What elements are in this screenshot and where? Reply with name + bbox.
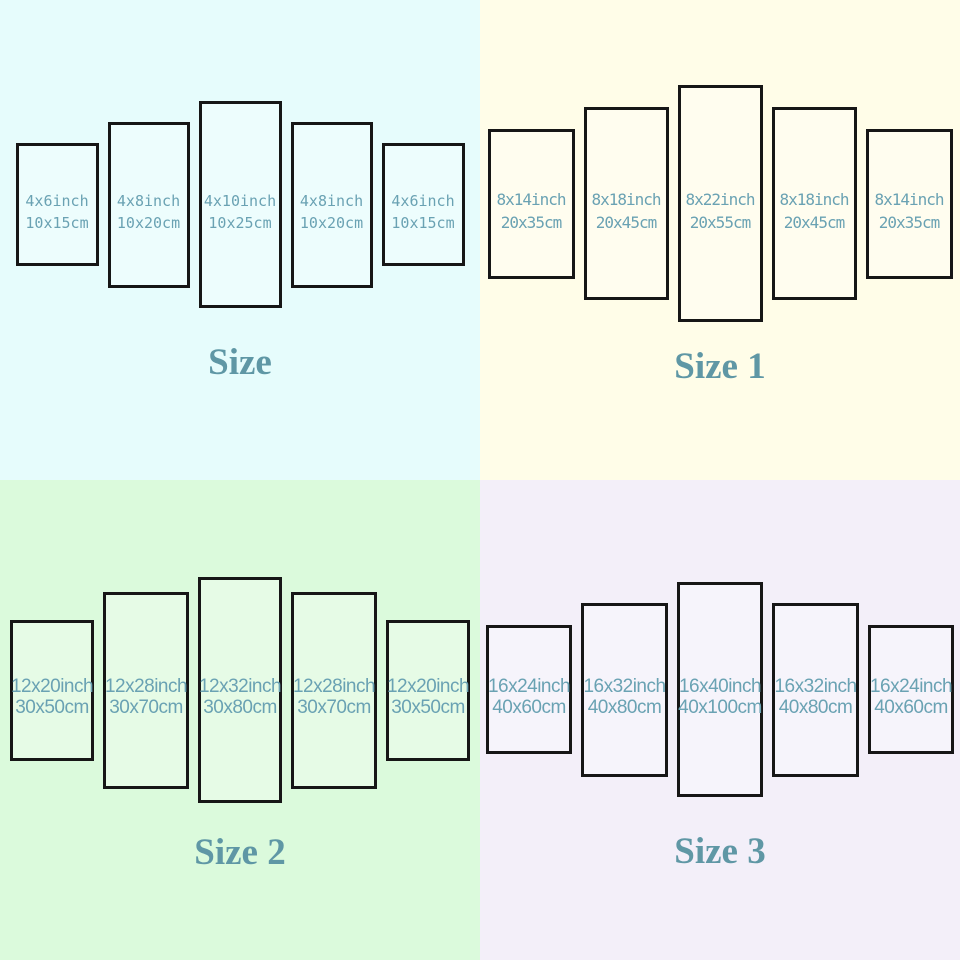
panel-size-inch: 8x18inch bbox=[779, 189, 849, 209]
canvas-panel: 12x20inch 30x50cm bbox=[10, 619, 94, 761]
panel-size-label: 16x32inch 40x80cm bbox=[774, 675, 857, 718]
canvas-panel: 8x14inch 20x35cm bbox=[487, 128, 575, 279]
panel-size-cm: 10x25cm bbox=[208, 213, 272, 232]
canvas-panel: 8x14inch 20x35cm bbox=[865, 128, 953, 279]
canvas-panel: 12x32inch 30x80cm bbox=[198, 577, 282, 803]
panel-size-cm: 20x55cm bbox=[689, 212, 751, 232]
panel-size-cm: 20x35cm bbox=[500, 212, 562, 232]
canvas-panel: 12x28inch 30x70cm bbox=[291, 591, 377, 789]
panels-row: 8x14inch 20x35cm 8x18inch 20x45cm 8x22in… bbox=[487, 85, 953, 322]
canvas-panel: 4x6inch 10x15cm bbox=[381, 143, 465, 266]
panel-size-cm: 20x35cm bbox=[878, 212, 940, 232]
panel-size-inch: 4x8inch bbox=[299, 191, 364, 210]
panel-size-label: 12x28inch 30x70cm bbox=[292, 676, 376, 718]
panel-size-label: 4x8inch 10x20cm bbox=[117, 190, 180, 234]
panel-size-inch: 8x14inch bbox=[496, 189, 566, 209]
panel-size-inch: 4x6inch bbox=[391, 191, 455, 210]
panel-size-inch: 12x32inch bbox=[198, 676, 282, 697]
panel-size-inch: 16x32inch bbox=[583, 675, 666, 697]
panel-size-label: 16x32inch 40x80cm bbox=[583, 675, 666, 718]
panel-size-inch: 8x18inch bbox=[591, 189, 661, 209]
canvas-panel: 16x32inch 40x80cm bbox=[581, 602, 668, 777]
panel-size-cm: 20x45cm bbox=[595, 212, 657, 232]
quadrant-title: Size bbox=[208, 342, 272, 383]
panel-size-inch: 12x20inch bbox=[10, 676, 94, 697]
panel-size-label: 8x14inch 20x35cm bbox=[496, 188, 566, 234]
panel-size-inch: 12x20inch bbox=[386, 676, 470, 697]
canvas-panel: 4x10inch 10x25cm bbox=[198, 101, 282, 308]
panel-size-inch: 8x22inch bbox=[685, 189, 755, 209]
panel-size-cm: 40x80cm bbox=[778, 696, 853, 718]
panel-size-label: 12x20inch 30x50cm bbox=[10, 676, 94, 718]
canvas-panel: 16x40inch 40x100cm bbox=[677, 582, 763, 797]
panel-size-inch: 8x14inch bbox=[874, 189, 944, 209]
quadrant-title: Size 3 bbox=[674, 831, 766, 872]
panels-row: 16x24inch 40x60cm 16x32inch 40x80cm 16x4… bbox=[486, 582, 954, 797]
panel-size-label: 16x24inch 40x60cm bbox=[869, 675, 953, 718]
panel-size-cm: 40x80cm bbox=[587, 696, 662, 718]
canvas-panel: 12x20inch 30x50cm bbox=[386, 619, 470, 761]
panel-size-inch: 4x10inch bbox=[203, 191, 277, 210]
panel-size-label: 4x10inch 10x25cm bbox=[204, 190, 276, 234]
panel-size-cm: 40x100cm bbox=[678, 696, 762, 718]
quadrant-title: Size 1 bbox=[674, 346, 766, 387]
panel-size-cm: 40x60cm bbox=[492, 696, 566, 718]
panel-size-inch: 16x24inch bbox=[869, 675, 953, 697]
quadrant-title: Size 2 bbox=[194, 832, 286, 873]
panel-size-label: 12x20inch 30x50cm bbox=[386, 676, 470, 718]
canvas-panel: 16x24inch 40x60cm bbox=[868, 625, 954, 754]
panel-size-label: 4x6inch 10x15cm bbox=[25, 190, 88, 234]
panel-size-label: 16x40inch 40x100cm bbox=[678, 676, 762, 718]
panel-size-label: 12x28inch 30x70cm bbox=[104, 676, 188, 718]
panel-size-label: 8x18inch 20x45cm bbox=[779, 188, 849, 234]
quadrant-size-3: 16x24inch 40x60cm 16x32inch 40x80cm 16x4… bbox=[480, 480, 960, 960]
panel-size-inch: 12x28inch bbox=[292, 676, 376, 697]
panel-size-label: 8x22inch 20x55cm bbox=[685, 188, 755, 234]
canvas-panel: 4x8inch 10x20cm bbox=[290, 121, 373, 288]
panel-size-inch: 16x24inch bbox=[487, 675, 571, 697]
quadrant-size: 4x6inch 10x15cm 4x8inch 10x20cm 4x10inch… bbox=[0, 0, 480, 480]
canvas-panel: 4x8inch 10x20cm bbox=[107, 121, 190, 288]
panels-row: 4x6inch 10x15cm 4x8inch 10x20cm 4x10inch… bbox=[15, 101, 465, 308]
canvas-panel: 8x22inch 20x55cm bbox=[677, 85, 763, 322]
canvas-panel: 16x32inch 40x80cm bbox=[772, 602, 859, 777]
canvas-panel: 4x6inch 10x15cm bbox=[15, 143, 99, 266]
panel-size-label: 8x14inch 20x35cm bbox=[874, 188, 944, 234]
panel-size-inch: 16x32inch bbox=[774, 675, 857, 697]
panel-size-inch: 12x28inch bbox=[104, 676, 188, 697]
panel-size-cm: 10x20cm bbox=[299, 213, 364, 232]
panel-size-label: 12x32inch 30x80cm bbox=[198, 676, 282, 718]
canvas-panel: 12x28inch 30x70cm bbox=[103, 591, 189, 789]
panel-size-label: 8x18inch 20x45cm bbox=[591, 188, 661, 234]
panel-size-inch: 16x40inch bbox=[678, 675, 762, 697]
panel-size-inch: 4x6inch bbox=[25, 191, 89, 210]
canvas-panel: 8x18inch 20x45cm bbox=[583, 107, 669, 300]
canvas-panel: 8x18inch 20x45cm bbox=[771, 107, 857, 300]
panel-size-cm: 30x70cm bbox=[297, 697, 371, 718]
canvas-panel: 16x24inch 40x60cm bbox=[486, 625, 572, 754]
panel-size-cm: 30x70cm bbox=[109, 697, 183, 718]
panel-size-cm: 30x50cm bbox=[391, 697, 465, 718]
quadrant-size-2: 12x20inch 30x50cm 12x28inch 30x70cm 12x3… bbox=[0, 480, 480, 960]
panel-size-cm: 40x60cm bbox=[874, 696, 948, 718]
panel-size-label: 4x6inch 10x15cm bbox=[391, 190, 454, 234]
panel-size-cm: 30x80cm bbox=[203, 697, 277, 718]
panel-size-cm: 10x15cm bbox=[25, 213, 89, 232]
panel-size-cm: 20x45cm bbox=[783, 212, 845, 232]
quadrant-size-1: 8x14inch 20x35cm 8x18inch 20x45cm 8x22in… bbox=[480, 0, 960, 480]
panel-size-label: 4x8inch 10x20cm bbox=[300, 190, 363, 234]
panel-size-cm: 30x50cm bbox=[15, 697, 89, 718]
panel-size-inch: 4x8inch bbox=[116, 191, 181, 210]
panel-size-label: 16x24inch 40x60cm bbox=[487, 675, 571, 718]
panels-row: 12x20inch 30x50cm 12x28inch 30x70cm 12x3… bbox=[10, 577, 470, 803]
panel-size-cm: 10x15cm bbox=[391, 213, 455, 232]
panel-size-cm: 10x20cm bbox=[116, 213, 181, 232]
